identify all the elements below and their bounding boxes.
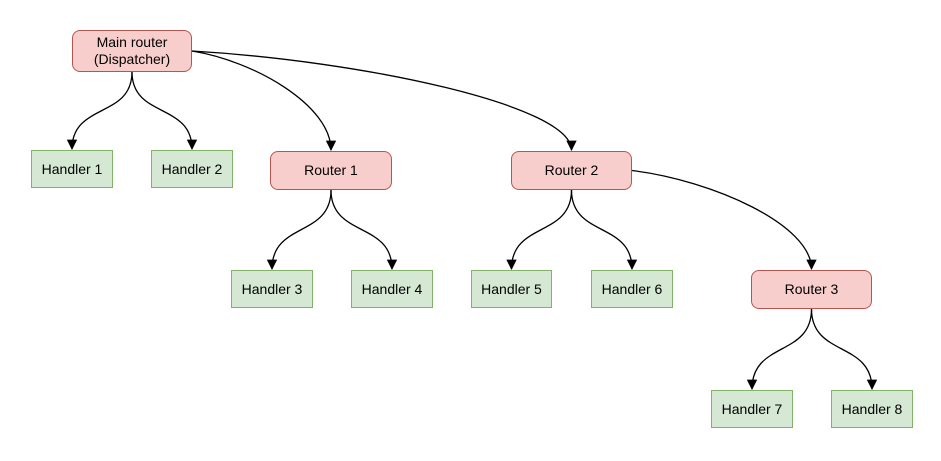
node-label: Handler 3	[241, 280, 303, 297]
node-label: Handler 2	[161, 160, 223, 177]
node-handler-2: Handler 2	[151, 150, 233, 188]
edge-router-1-to-handler-4	[330, 189, 398, 271]
node-label: Handler 7	[721, 400, 783, 417]
node-handler-6: Handler 6	[591, 270, 673, 308]
node-handler-5: Handler 5	[471, 270, 552, 308]
edge-main-router-to-handler-1	[66, 71, 133, 151]
node-router-1: Router 1	[270, 151, 392, 190]
edge-main-router-to-router-2	[191, 50, 577, 152]
node-label: Handler 8	[841, 400, 903, 417]
node-handler-1: Handler 1	[31, 150, 113, 188]
node-label: Handler 6	[601, 280, 663, 297]
node-handler-7: Handler 7	[711, 390, 793, 428]
node-label: Handler 1	[41, 160, 103, 177]
node-handler-3: Handler 3	[231, 270, 313, 308]
node-main-router: Main router(Dispatcher)	[72, 30, 192, 72]
node-label: Handler 4	[361, 280, 423, 297]
node-handler-8: Handler 8	[831, 390, 913, 428]
node-router-2: Router 2	[511, 151, 632, 190]
edge-main-router-to-router-1	[191, 50, 337, 152]
node-label: Router 1	[304, 162, 358, 178]
node-label: (Dispatcher)	[93, 51, 171, 67]
node-label: Main router	[96, 34, 168, 50]
node-label: Router 3	[784, 281, 839, 297]
node-label: Handler 5	[481, 280, 542, 297]
edge-router-2-to-handler-6	[570, 189, 638, 271]
node-router-3: Router 3	[751, 270, 872, 309]
node-handler-4: Handler 4	[351, 270, 433, 308]
node-label: Router 2	[544, 162, 599, 178]
edge-main-router-to-handler-2	[131, 71, 198, 151]
edge-router-3-to-handler-8	[810, 308, 878, 391]
edge-group	[66, 50, 878, 391]
edge-router-2-to-router-3	[631, 169, 817, 271]
edge-router-2-to-handler-5	[506, 189, 573, 271]
edge-router-3-to-handler-7	[746, 308, 813, 391]
edge-router-1-to-handler-3	[266, 189, 332, 271]
